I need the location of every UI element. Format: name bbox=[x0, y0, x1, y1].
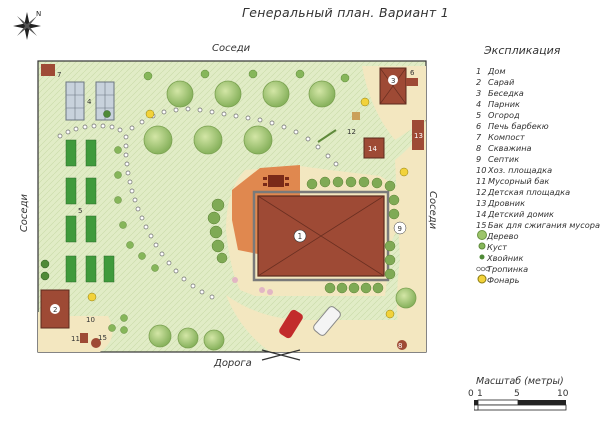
well bbox=[397, 340, 407, 350]
bush-icon bbox=[476, 241, 487, 254]
scale-tick: 10 bbox=[557, 389, 569, 399]
compass-icon: N bbox=[13, 10, 41, 40]
legend-symbol: Хвойник bbox=[476, 253, 600, 264]
compost bbox=[41, 64, 55, 76]
legend-title: Экспликация bbox=[484, 44, 561, 57]
label-1: 1 bbox=[298, 232, 303, 241]
lantern-icon bbox=[476, 274, 487, 287]
svg-text:8: 8 bbox=[398, 342, 402, 350]
hedge-left bbox=[207, 176, 400, 294]
sandbox bbox=[352, 112, 360, 120]
patio-table bbox=[268, 175, 284, 187]
playground-slide bbox=[317, 129, 337, 143]
kids-house bbox=[363, 137, 385, 159]
road-label: Дорога bbox=[214, 358, 252, 369]
svg-text:9: 9 bbox=[398, 225, 402, 233]
scale-title: Масштаб (метры) bbox=[476, 376, 564, 387]
conifer-icon bbox=[476, 252, 487, 265]
bbq-oven bbox=[406, 78, 418, 86]
label-12: 12 bbox=[347, 128, 356, 136]
legend-symbol: Фонарь bbox=[476, 274, 600, 287]
scale-bar bbox=[474, 399, 567, 411]
greenhouses bbox=[65, 81, 115, 121]
svg-text:4: 4 bbox=[87, 98, 92, 106]
label-10: 10 bbox=[86, 316, 95, 324]
garden-beds bbox=[65, 139, 115, 283]
scale-tick: 0 bbox=[468, 389, 474, 399]
svg-text:15: 15 bbox=[98, 334, 107, 342]
svg-text:3: 3 bbox=[391, 77, 395, 85]
car-red bbox=[279, 309, 303, 339]
lanterns bbox=[87, 97, 409, 319]
footpath bbox=[57, 106, 339, 300]
woodshed bbox=[412, 120, 424, 150]
svg-text:14: 14 bbox=[368, 145, 377, 153]
svg-text:11: 11 bbox=[71, 335, 80, 343]
legend-symbol: Куст bbox=[476, 242, 600, 253]
bushes bbox=[108, 69, 350, 334]
legend-symbol: Дерево bbox=[476, 230, 600, 243]
path-icon bbox=[476, 264, 490, 275]
trash-bin bbox=[80, 333, 88, 343]
wooden-deck bbox=[232, 165, 300, 254]
gate bbox=[261, 349, 301, 361]
svg-text:7: 7 bbox=[57, 71, 61, 79]
septic bbox=[393, 221, 407, 235]
flower-accents bbox=[232, 277, 273, 295]
page-title: Генеральный план. Вариант 1 bbox=[242, 5, 449, 20]
svg-text:6: 6 bbox=[410, 69, 415, 77]
svg-text:13: 13 bbox=[414, 132, 423, 140]
neighbors-top-label: Соседи bbox=[212, 43, 251, 54]
car-white bbox=[313, 306, 341, 336]
svg-text:2: 2 bbox=[53, 306, 57, 314]
trees bbox=[143, 80, 417, 351]
scale-tick: 1 bbox=[477, 389, 483, 399]
burn-barrel bbox=[91, 338, 101, 348]
tree-icon bbox=[476, 230, 487, 243]
svg-text:N: N bbox=[36, 10, 41, 18]
neighbors-right-label: Соседи bbox=[427, 191, 438, 230]
svg-text:5: 5 bbox=[78, 207, 82, 215]
scale-tick: 5 bbox=[514, 389, 520, 399]
legend-symbol: Тропинка bbox=[476, 264, 600, 275]
conifers bbox=[40, 110, 111, 281]
